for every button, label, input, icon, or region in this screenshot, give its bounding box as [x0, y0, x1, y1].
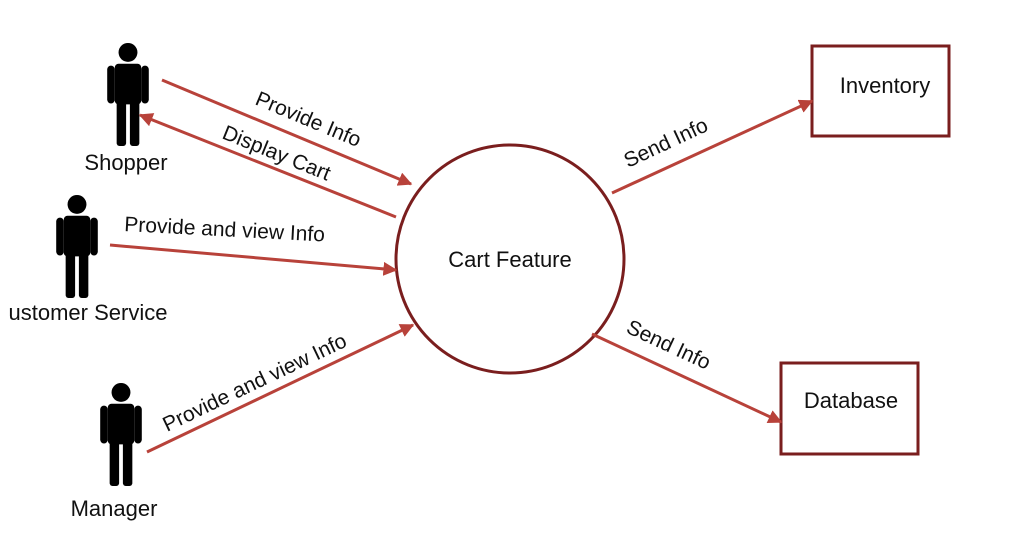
shopper-label: Shopper [84, 150, 167, 175]
arrow-cart-to-database [591, 332, 783, 424]
shopper-actor: Shopper [84, 42, 168, 175]
arrow-customer-service-to-cart [109, 243, 398, 276]
customer-service-label: ustomer Service [9, 300, 168, 325]
manager-label: Manager [71, 496, 158, 521]
database-store: Database [779, 361, 920, 456]
shopper-person-icon [107, 42, 149, 146]
arrow-manager-to-cart [146, 323, 415, 454]
customer-service-actor: ustomer Service [9, 194, 168, 325]
arrow-cart-to-inventory [611, 99, 814, 195]
flow-label-cs-provide-view: Provide and view Info [124, 213, 326, 246]
flow-label-inventory-send: Send Info [620, 114, 711, 173]
flow-label-database-send: Send Info [623, 316, 714, 375]
manager-actor: Manager [71, 382, 158, 521]
inventory-store: Inventory [810, 44, 951, 138]
arrow-cart-to-shopper [138, 113, 397, 219]
cart-feature-process: Cart Feature [394, 143, 626, 375]
manager-person-icon [100, 382, 142, 486]
flow-label-manager-provide-view: Provide and view Info [159, 329, 350, 436]
database-label: Database [804, 388, 898, 413]
flow-database: Send Info [591, 316, 783, 424]
customer-service-person-icon [56, 194, 98, 298]
arrow-shopper-to-cart [161, 78, 413, 186]
process-label: Cart Feature [448, 247, 572, 272]
flow-customer-service: Provide and view Info [109, 213, 398, 276]
flow-manager: Provide and view Info [146, 323, 415, 454]
inventory-label: Inventory [840, 73, 931, 98]
flow-inventory: Send Info [611, 99, 814, 195]
